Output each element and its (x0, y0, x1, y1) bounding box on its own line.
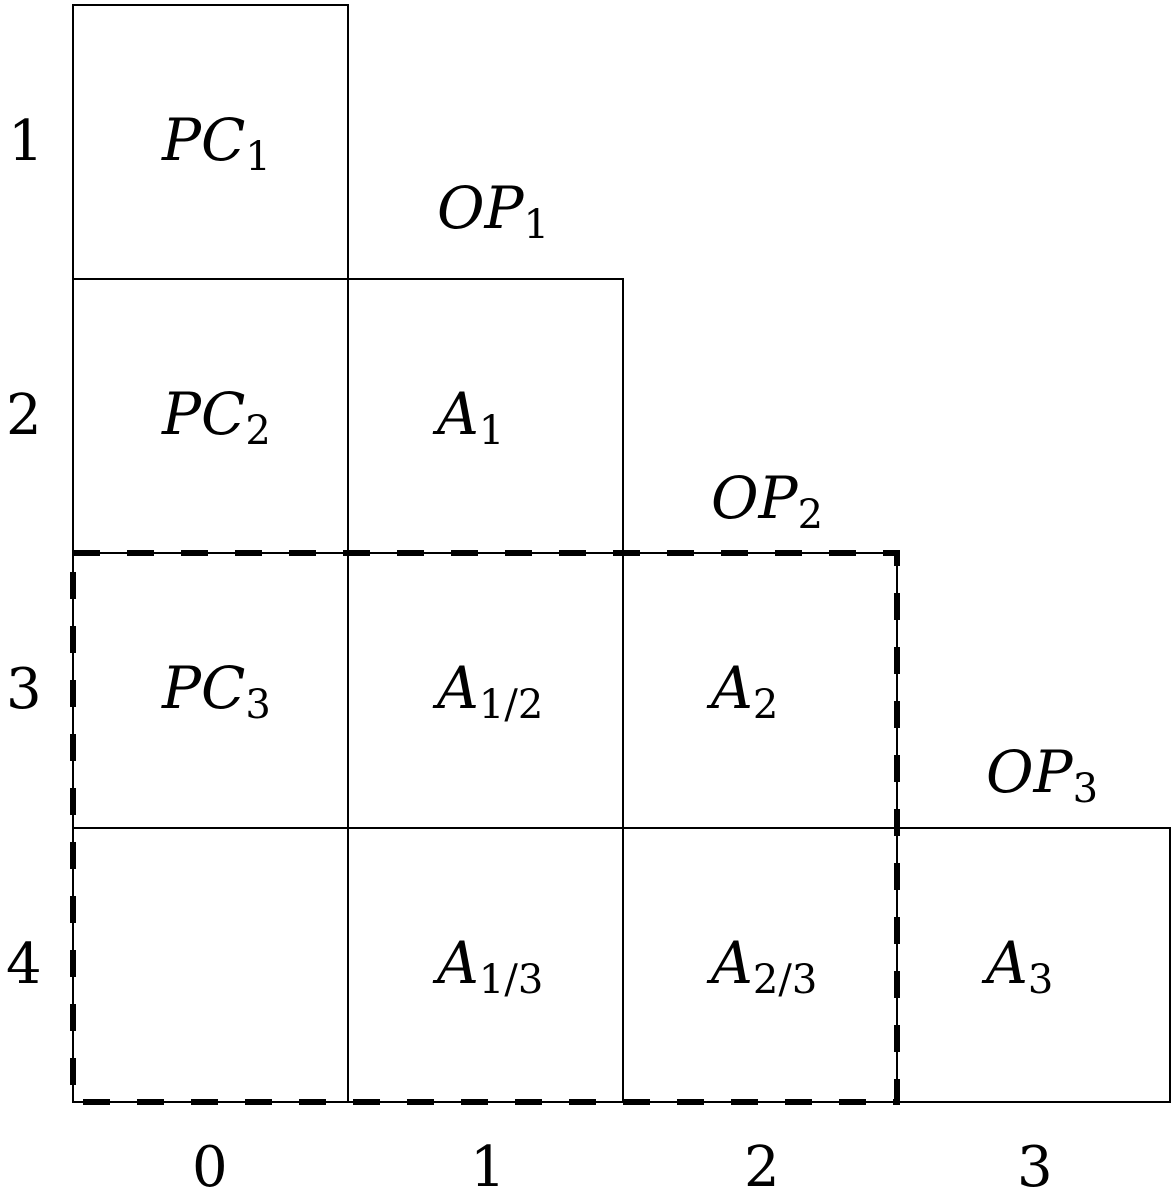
label-a1: A1 (432, 380, 504, 454)
row-label-4: 4 (6, 932, 42, 997)
label-op3: OP3 (986, 738, 1098, 812)
label-pc3: PC3 (161, 654, 271, 728)
dashed-highlight-box (70, 550, 900, 1105)
row-label-1: 1 (8, 109, 44, 174)
label-a3: A3 (981, 929, 1053, 1003)
label-pc2: PC2 (161, 380, 271, 454)
label-a2: A2 (706, 654, 778, 728)
label-a13: A1/3 (432, 929, 543, 1003)
col-label-1: 1 (470, 1135, 506, 1195)
row-label-3: 3 (6, 657, 42, 722)
label-a23: A2/3 (706, 929, 817, 1003)
col-label-3: 3 (1017, 1135, 1053, 1195)
cell-empty (72, 827, 349, 1103)
label-pc1: PC1 (161, 106, 271, 180)
grid-cells (72, 4, 1171, 1103)
label-op1: OP1 (437, 174, 549, 248)
cell-a3 (896, 827, 1171, 1103)
col-label-0: 0 (192, 1135, 228, 1195)
row-label-2: 2 (6, 383, 42, 448)
col-label-2: 2 (744, 1135, 780, 1195)
label-a12: A1/2 (432, 654, 543, 728)
label-op2: OP2 (711, 464, 823, 538)
